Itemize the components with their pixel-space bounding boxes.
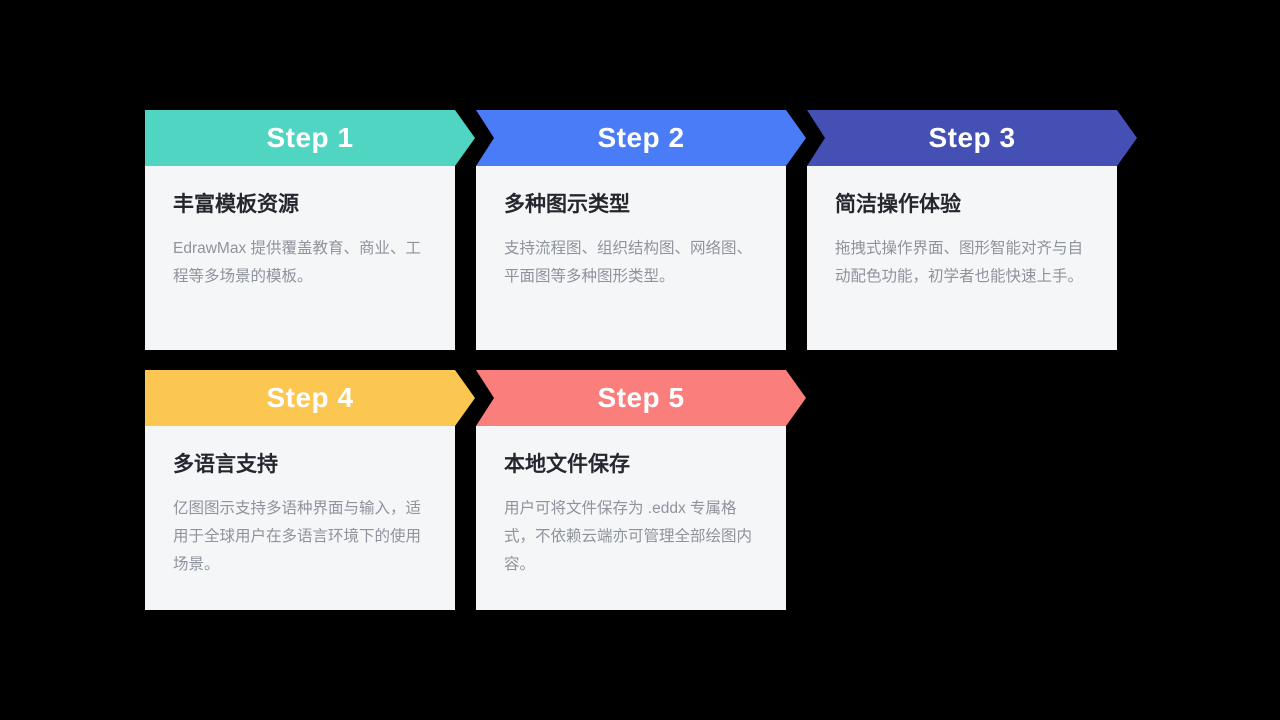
- step-4-card: 多语言支持 亿图图示支持多语种界面与输入，适用于全球用户在多语言环境下的使用场景…: [145, 426, 455, 610]
- step-5-banner: Step 5: [476, 370, 806, 426]
- step-5-title: 本地文件保存: [504, 453, 630, 476]
- step-card-3: Step 3 简洁操作体验 拖拽式操作界面、图形智能对齐与自动配色功能，初学者也…: [807, 110, 1137, 350]
- step-3-description: 拖拽式操作界面、图形智能对齐与自动配色功能，初学者也能快速上手。: [835, 240, 1084, 286]
- step-1-title: 丰富模板资源: [173, 193, 299, 216]
- step-3-card: 简洁操作体验 拖拽式操作界面、图形智能对齐与自动配色功能，初学者也能快速上手。: [807, 166, 1117, 350]
- step-5-label: Step 5: [597, 382, 685, 413]
- step-1-description: EdrawMax 提供覆盖教育、商业、工程等多场景的模板。: [173, 240, 422, 286]
- step-card-2: Step 2 多种图示类型 支持流程图、组织结构图、网络图、平面图等多种图形类型…: [476, 110, 806, 350]
- step-card-4: Step 4 多语言支持 亿图图示支持多语种界面与输入，适用于全球用户在多语言环…: [145, 370, 475, 610]
- step-4-description: 亿图图示支持多语种界面与输入，适用于全球用户在多语言环境下的使用场景。: [173, 500, 422, 573]
- step-2-banner: Step 2: [476, 110, 806, 166]
- step-5-description: 用户可将文件保存为 .eddx 专属格式，不依赖云端亦可管理全部绘图内容。: [504, 500, 753, 573]
- step-4-label: Step 4: [266, 382, 354, 413]
- step-2-label: Step 2: [597, 122, 685, 153]
- step-3-banner: Step 3: [807, 110, 1137, 166]
- step-2-description: 支持流程图、组织结构图、网络图、平面图等多种图形类型。: [504, 240, 753, 286]
- step-3-label: Step 3: [928, 122, 1016, 153]
- step-4-banner: Step 4: [145, 370, 475, 426]
- step-4-title: 多语言支持: [173, 453, 278, 476]
- step-1-label: Step 1: [266, 122, 354, 153]
- step-3-title: 简洁操作体验: [835, 193, 961, 216]
- step-1-card: 丰富模板资源 EdrawMax 提供覆盖教育、商业、工程等多场景的模板。: [145, 166, 455, 350]
- step-card-5: Step 5 本地文件保存 用户可将文件保存为 .eddx 专属格式，不依赖云端…: [476, 370, 806, 610]
- step-1-banner: Step 1: [145, 110, 475, 166]
- step-5-card: 本地文件保存 用户可将文件保存为 .eddx 专属格式，不依赖云端亦可管理全部绘…: [476, 426, 786, 610]
- step-2-card: 多种图示类型 支持流程图、组织结构图、网络图、平面图等多种图形类型。: [476, 166, 786, 350]
- step-2-title: 多种图示类型: [504, 193, 630, 216]
- step-card-1: Step 1 丰富模板资源 EdrawMax 提供覆盖教育、商业、工程等多场景的…: [145, 110, 475, 350]
